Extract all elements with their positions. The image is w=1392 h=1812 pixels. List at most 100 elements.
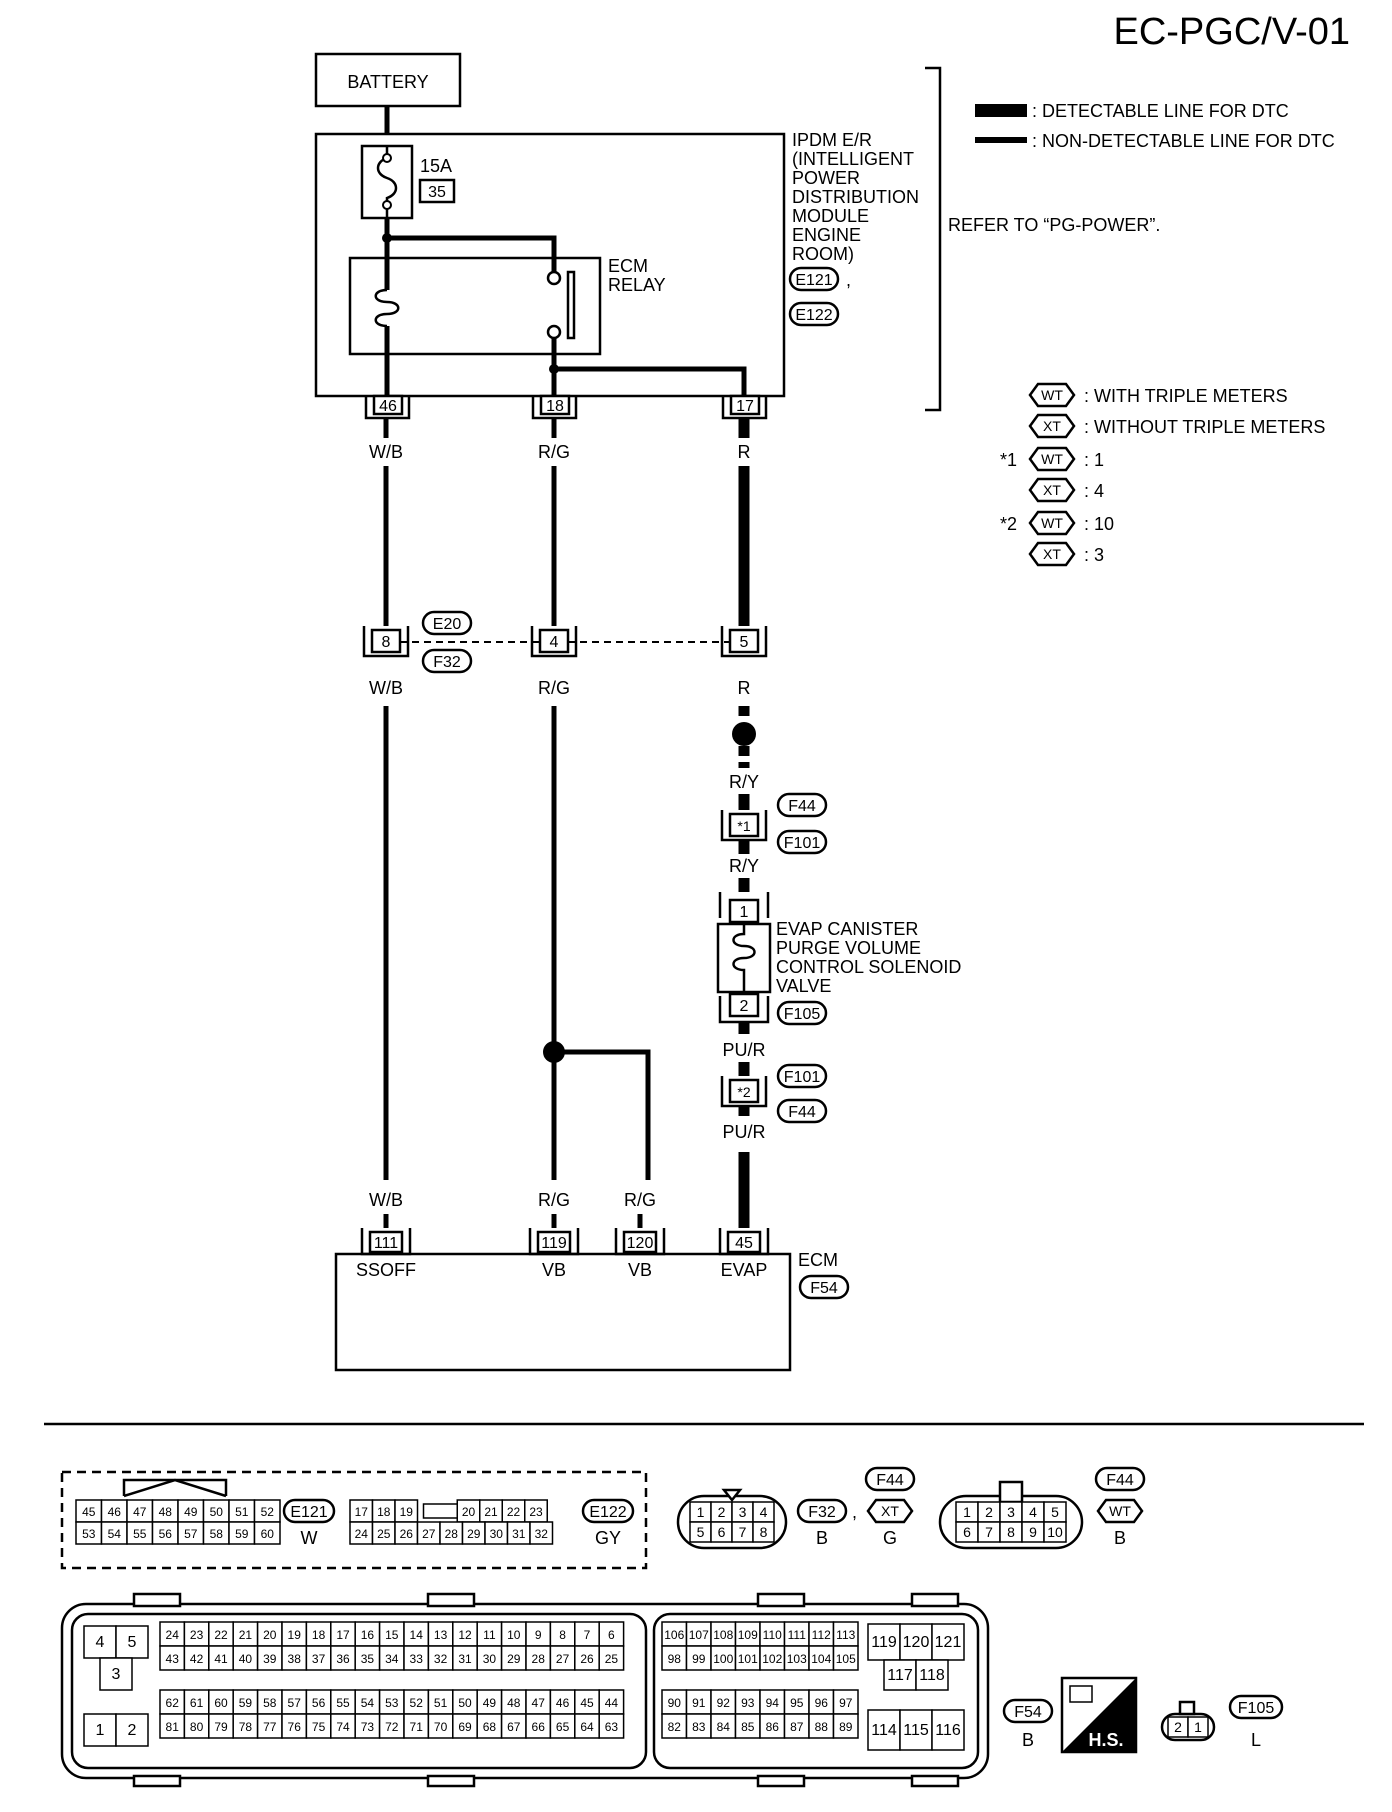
f54-pin-5 bbox=[115, 1625, 149, 1659]
ipdm-bracket bbox=[925, 66, 942, 412]
f54-pin-113-label: 113 bbox=[836, 1628, 855, 1642]
fuse-number: 35 bbox=[428, 184, 446, 201]
f32-xt-separator: , bbox=[852, 1502, 857, 1522]
f54-pin-16-label: 16 bbox=[361, 1628, 375, 1642]
ecm-pin-111: 111 bbox=[360, 1228, 412, 1256]
f54-pin-15-label: 15 bbox=[385, 1628, 399, 1642]
svg-text:8: 8 bbox=[382, 634, 391, 651]
f54-pin-88 bbox=[808, 1713, 835, 1739]
f54-pin-8 bbox=[549, 1621, 576, 1647]
f54-pin-45-label: 45 bbox=[580, 1696, 594, 1710]
f54-pin-32-label: 32 bbox=[434, 1652, 448, 1666]
f44-xt-color: G bbox=[883, 1528, 897, 1548]
ecm-f54-tag: F54 bbox=[798, 1274, 850, 1300]
ecm-relay-label: ECM RELAY bbox=[608, 256, 666, 295]
f54-pin-4-label: 4 bbox=[96, 1634, 105, 1651]
f54-pin-95 bbox=[783, 1689, 810, 1715]
f54-pin-41 bbox=[208, 1645, 234, 1671]
f54-pin-81 bbox=[159, 1713, 186, 1739]
f54-pin-105 bbox=[832, 1645, 859, 1671]
f54-pin-11-label: 11 bbox=[483, 1628, 496, 1642]
e121-pin-59-label: 59 bbox=[235, 1527, 249, 1541]
f54-pin-73-label: 73 bbox=[361, 1720, 375, 1734]
f54-pin-23 bbox=[183, 1621, 210, 1647]
f54-pin-10-label: 10 bbox=[507, 1628, 521, 1642]
f54-pin-90-label: 90 bbox=[668, 1696, 682, 1710]
svg-text:*2: *2 bbox=[737, 1084, 750, 1100]
f54-top-tab-2 bbox=[426, 1592, 476, 1608]
f44-wt-pin-10 bbox=[1043, 1521, 1067, 1543]
f54-pin-62-label: 62 bbox=[166, 1696, 180, 1710]
refer-pg-power: REFER TO “PG-POWER”. bbox=[948, 215, 1160, 235]
f54-pin-115-label: 115 bbox=[903, 1722, 929, 1739]
wt-tag-1: WT bbox=[1028, 382, 1076, 408]
e122-pin-17-label: 17 bbox=[355, 1505, 369, 1519]
f44-xt-variant bbox=[866, 1498, 914, 1524]
relay-switch-contact bbox=[566, 270, 576, 340]
svg-text:XT: XT bbox=[1043, 418, 1061, 434]
fuse-number-box bbox=[418, 178, 456, 204]
e122-pin-25-label: 25 bbox=[377, 1527, 391, 1541]
star2-f101-tag: F101 bbox=[776, 1063, 828, 1089]
xt-tag-1: XT bbox=[1028, 413, 1076, 439]
r-splice bbox=[732, 722, 756, 746]
e121-pin-58-label: 58 bbox=[210, 1527, 224, 1541]
f44-wt-pin-2-label: 2 bbox=[985, 1504, 993, 1520]
f54-pin-28 bbox=[525, 1645, 552, 1671]
e122-face-tag-label: E122 bbox=[589, 1504, 626, 1521]
f105-pin-1 bbox=[1187, 1716, 1209, 1738]
xt-tag-2: XT bbox=[1028, 477, 1076, 503]
f54-pin-26-label: 26 bbox=[580, 1652, 594, 1666]
f54-pin-21-label: 21 bbox=[239, 1628, 253, 1642]
svg-text:111: 111 bbox=[374, 1235, 398, 1252]
f44-xt-face-tag-label: F44 bbox=[876, 1472, 904, 1489]
svg-text:18: 18 bbox=[546, 398, 564, 415]
f54-pin-50-label: 50 bbox=[458, 1696, 472, 1710]
f54-pin-114-label: 114 bbox=[871, 1722, 897, 1739]
star1-wt-value: : 1 bbox=[1084, 450, 1104, 470]
f54-pin-47-label: 47 bbox=[532, 1696, 546, 1710]
f105-latch bbox=[1178, 1700, 1196, 1716]
svg-text:WT: WT bbox=[1041, 451, 1063, 467]
star2-label: *2 bbox=[1000, 514, 1017, 534]
f54-pin-6 bbox=[598, 1621, 625, 1647]
f54-pin-7-label: 7 bbox=[584, 1628, 591, 1642]
ecm-label: ECM bbox=[798, 1250, 838, 1270]
f54-pin-77-label: 77 bbox=[263, 1720, 277, 1734]
hs-badge-shade bbox=[1062, 1678, 1136, 1752]
wire-color-wb-1: W/B bbox=[369, 442, 403, 462]
e121-key bbox=[123, 1478, 227, 1498]
svg-text:1: 1 bbox=[740, 904, 749, 921]
svg-text:F44: F44 bbox=[788, 798, 816, 815]
f32-pin-5-label: 5 bbox=[697, 1524, 705, 1540]
f54-pin-88-label: 88 bbox=[815, 1720, 829, 1734]
f32-color: B bbox=[816, 1528, 828, 1548]
svg-text:46: 46 bbox=[379, 398, 397, 415]
f54-pin-107-label: 107 bbox=[689, 1628, 709, 1642]
f54-pin-54 bbox=[354, 1689, 381, 1715]
ipdm-connector-frame bbox=[60, 1470, 648, 1570]
ipdm-pin-17: 17 bbox=[721, 394, 768, 420]
f54-pin-65-label: 65 bbox=[556, 1720, 570, 1734]
f54-pin-79-label: 79 bbox=[214, 1720, 228, 1734]
f32-face-tag-label: F32 bbox=[808, 1504, 836, 1521]
wire-color-r-2: R bbox=[738, 678, 751, 698]
f54-pin-31 bbox=[452, 1645, 478, 1671]
f54-face-tag-label: F54 bbox=[1014, 1704, 1042, 1721]
ecm-pin-label-vb-2: VB bbox=[628, 1260, 652, 1280]
f32-pin-2-label: 2 bbox=[718, 1504, 726, 1520]
f54-pin-17-label: 17 bbox=[336, 1628, 350, 1642]
f54-pin-49 bbox=[476, 1689, 503, 1715]
f54-pin-3-label: 3 bbox=[112, 1666, 121, 1683]
f54-pin-120-label: 120 bbox=[903, 1634, 930, 1651]
f54-pin-92-label: 92 bbox=[717, 1696, 731, 1710]
detectable-line-label: : DETECTABLE LINE FOR DTC bbox=[1032, 101, 1289, 121]
f105-face-tag bbox=[1228, 1694, 1284, 1720]
wire-color-ry-1: R/Y bbox=[729, 772, 759, 792]
f54-pin-13-label: 13 bbox=[434, 1628, 448, 1642]
f54-pin-42 bbox=[183, 1645, 210, 1671]
f54-pin-104-label: 104 bbox=[811, 1652, 831, 1666]
svg-text:*1: *1 bbox=[737, 818, 750, 834]
battery-box bbox=[314, 52, 462, 108]
